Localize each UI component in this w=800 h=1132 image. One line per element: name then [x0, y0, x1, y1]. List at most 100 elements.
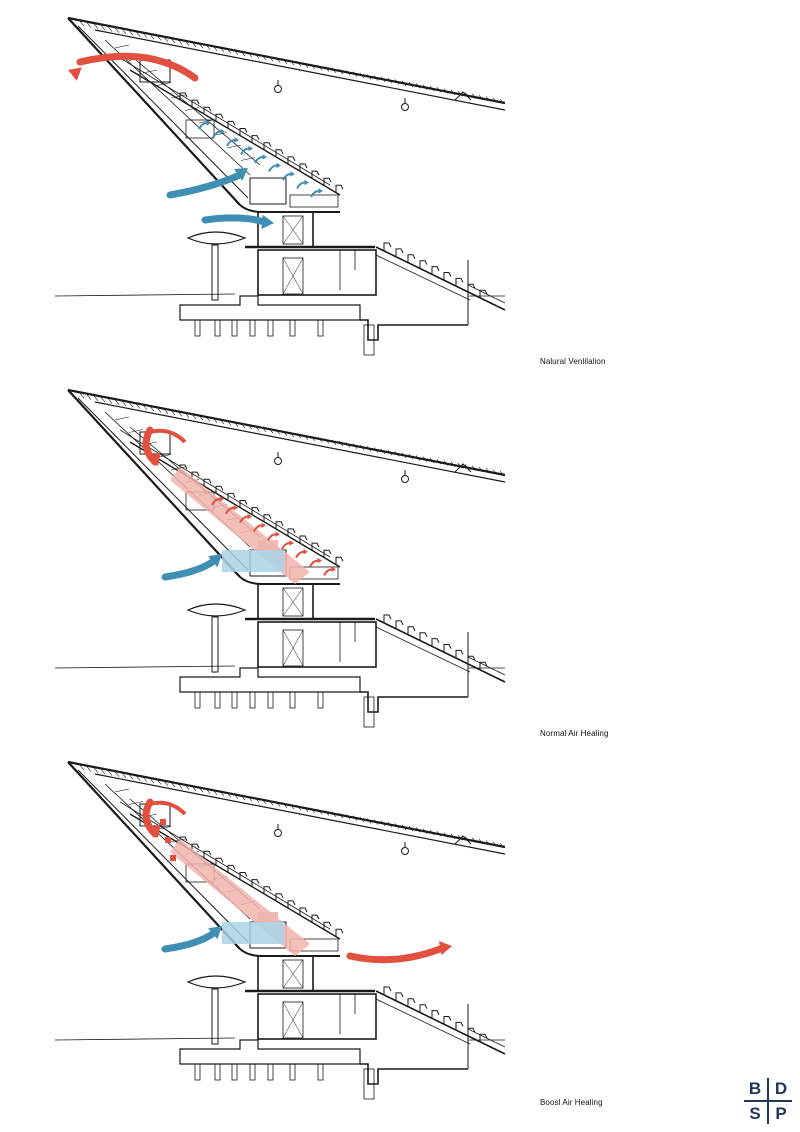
seating-rake	[129, 441, 341, 568]
roof-hatch	[114, 27, 120, 33]
seat	[287, 156, 296, 164]
roof-hatch	[450, 833, 456, 840]
roof-hatch	[156, 779, 162, 785]
lower-stand-rake	[375, 246, 506, 311]
roof-hatch	[254, 797, 260, 803]
roof-hatch	[184, 784, 190, 790]
seat	[323, 549, 332, 558]
roof-hatch	[345, 70, 351, 76]
pile	[194, 319, 201, 337]
section-linework	[54, 760, 506, 1100]
roof-hatch	[352, 815, 358, 821]
roof-hatch	[212, 417, 218, 424]
concourse-room	[257, 249, 377, 296]
light-fitting	[401, 847, 409, 855]
roof-hatch	[366, 446, 372, 452]
core-upper	[257, 583, 314, 620]
heater-coil	[258, 912, 278, 922]
roof-hatch	[135, 775, 141, 781]
roof-hatch	[359, 72, 365, 79]
roof-hatch	[345, 814, 351, 820]
return-air-arrow-head	[147, 824, 161, 838]
warm-air-outlet-arrow-head	[261, 522, 266, 529]
roof-hatch	[198, 415, 204, 421]
stand-underside-inner	[77, 397, 249, 571]
warm-air-outlet-arrow	[225, 506, 235, 515]
seat	[299, 535, 308, 543]
seat-outlet-arrow-head	[248, 145, 253, 152]
exhaust-arrow-head	[68, 67, 82, 81]
roof-hatch	[254, 425, 260, 431]
logo-letter: B	[748, 1079, 762, 1098]
door-diag	[282, 587, 304, 617]
stand-underside	[67, 389, 241, 578]
truss-web	[198, 119, 214, 124]
column-shaft	[211, 616, 219, 673]
roof-hatch	[212, 45, 218, 52]
roof-hatch	[100, 24, 106, 31]
roof-hatch	[331, 439, 337, 446]
section-boost-air-heating: Boosl Air Healing	[0, 744, 800, 1116]
roof-hatch	[331, 811, 337, 818]
seat-outlet-arrow-head	[262, 154, 267, 160]
roof-hatch	[485, 468, 491, 474]
airflow-overlay	[142, 798, 452, 964]
seat-outlet-arrow	[296, 181, 306, 189]
concourse-room	[257, 621, 377, 668]
seat	[335, 928, 344, 937]
supply-arrow	[166, 171, 244, 199]
lower-stand-rake	[375, 990, 506, 1055]
roof-hatch	[254, 53, 260, 59]
seat	[407, 998, 416, 1006]
seat	[263, 142, 272, 150]
light-fitting	[274, 457, 282, 465]
seat	[203, 106, 212, 115]
roof-hatch	[135, 403, 141, 409]
roof-hatch	[205, 44, 211, 50]
seat	[287, 900, 296, 908]
truss-web	[170, 94, 186, 99]
foundation-slab	[179, 1039, 361, 1065]
door-diag	[282, 215, 304, 245]
seat	[239, 872, 248, 880]
roof-hatch	[282, 430, 288, 436]
seat	[395, 992, 404, 1000]
door-diag	[282, 257, 304, 295]
roof-hatch	[492, 469, 498, 475]
roof-hatch	[324, 438, 330, 444]
roof-hatch	[443, 460, 449, 466]
seat	[215, 857, 224, 866]
roof-hatch	[415, 83, 421, 89]
roof-hatch	[205, 788, 211, 794]
retaining-wall	[360, 319, 468, 341]
seat	[263, 886, 272, 894]
roof-hatch	[233, 49, 239, 55]
truss-web	[226, 144, 242, 149]
bdsp-logo: B D S P	[742, 1076, 794, 1126]
seat-outlet-arrow-head	[220, 128, 225, 135]
roof-hatch	[471, 465, 477, 471]
door	[282, 1001, 304, 1039]
seat-outlet-arrow	[282, 173, 292, 181]
ground-line	[54, 665, 236, 669]
roof-hatch	[373, 75, 379, 81]
seat	[323, 921, 332, 930]
roof-hatch	[296, 805, 302, 811]
seat	[479, 1033, 488, 1042]
roof-hatch	[240, 50, 246, 57]
caption-normal-air-heating: Normal Air Healing	[540, 729, 609, 738]
seat	[431, 1010, 440, 1018]
seat	[323, 177, 332, 186]
column-head	[186, 231, 247, 245]
seating-rake-inner	[119, 57, 331, 186]
roof-hatch	[240, 794, 246, 801]
roof-hatch	[387, 78, 393, 84]
pile	[194, 691, 201, 709]
seat	[431, 638, 440, 646]
core-upper	[257, 955, 314, 992]
roof-hatch	[156, 407, 162, 413]
lower-truss	[467, 284, 506, 304]
roof-hatch	[352, 443, 358, 449]
lower-truss	[467, 656, 506, 676]
seat	[275, 149, 284, 157]
